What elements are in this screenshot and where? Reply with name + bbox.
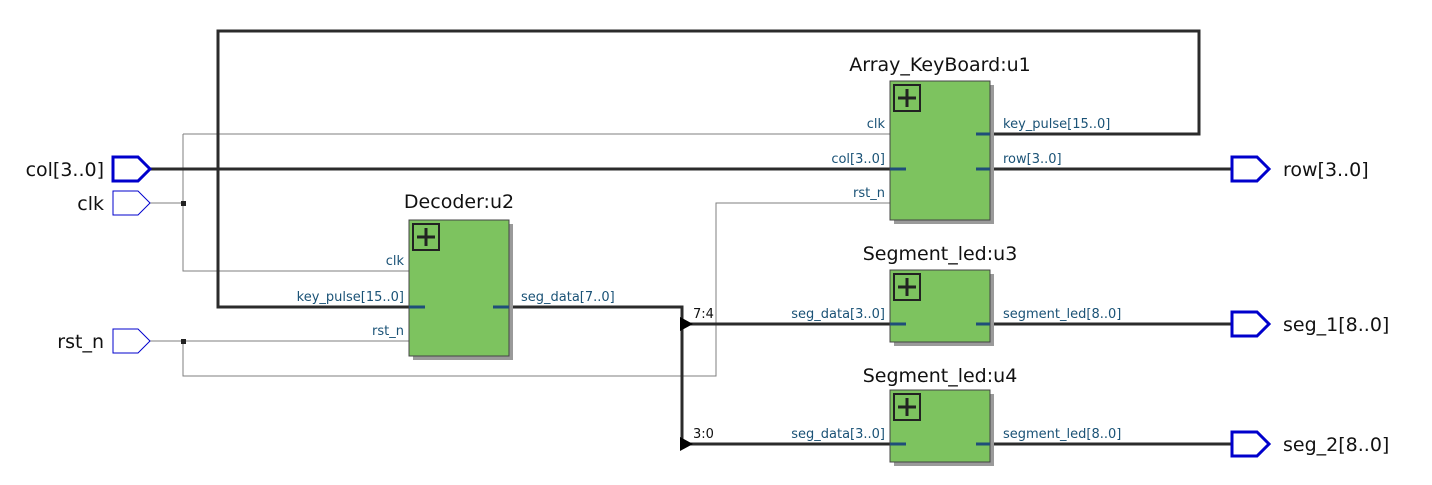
- pin-label-row: row[3..0]: [1003, 152, 1062, 167]
- input-port-label: clk: [77, 193, 104, 215]
- wire-rst-to-keyboard: [182, 202, 906, 377]
- input-port-label: rst_n: [57, 331, 104, 353]
- output-port-label: row[3..0]: [1283, 159, 1369, 181]
- input-port-arrow-icon: [111, 155, 153, 183]
- output-port-label: seg_2[8..0]: [1283, 434, 1389, 456]
- pin-label-rst-n: rst_n: [853, 186, 885, 201]
- signal-wires: [150, 133, 906, 377]
- bus-seg-data: [493, 305, 684, 444]
- input-port-label: col[3..0]: [26, 159, 104, 181]
- output-port-label: seg_1[8..0]: [1283, 314, 1389, 336]
- expand-icon[interactable]: [893, 393, 921, 421]
- block-segment-led-u4[interactable]: Segment_led:u4 seg_data[3..0] segment_le…: [791, 365, 1121, 466]
- junction-dot-clk: [181, 201, 186, 206]
- pin-label-segment-led: segment_led[8..0]: [1003, 307, 1121, 322]
- input-port-arrow-icon: [112, 328, 151, 354]
- pin-label-clk: clk: [867, 117, 886, 132]
- pin-label-segment-led: segment_led[8..0]: [1003, 427, 1121, 442]
- junction-dot-rst: [181, 339, 186, 344]
- output-port-row[interactable]: row[3..0]: [1230, 155, 1369, 183]
- bus-key-pulse-loop: [216, 29, 1201, 309]
- input-port-arrow-icon: [112, 190, 151, 216]
- output-port-arrow-icon: [1230, 310, 1272, 338]
- expand-icon[interactable]: [412, 223, 440, 251]
- wire-clk-to-decoder: [182, 134, 425, 272]
- output-port-arrow-icon: [1230, 430, 1272, 458]
- pin-label-seg-data: seg_data[3..0]: [791, 427, 885, 442]
- pin-label-seg-data: seg_data[3..0]: [791, 307, 885, 322]
- block-title: Segment_led:u4: [863, 365, 1018, 387]
- pin-label-clk: clk: [386, 254, 405, 269]
- bus-wires: [150, 29, 1232, 446]
- pin-label-key-pulse: key_pulse[15..0]: [297, 290, 404, 305]
- pin-label-col: col[3..0]: [831, 152, 885, 167]
- pin-label-seg-data: seg_data[7..0]: [521, 290, 615, 305]
- block-title: Decoder:u2: [404, 191, 514, 213]
- bus-split-arrow-upper: [680, 317, 693, 331]
- input-port-col[interactable]: col[3..0]: [26, 155, 153, 183]
- output-port-arrow-icon: [1230, 155, 1272, 183]
- block-segment-led-u3[interactable]: Segment_led:u3 seg_data[3..0] segment_le…: [791, 243, 1121, 346]
- pin-label-rst-n: rst_n: [372, 324, 404, 339]
- input-port-rst-n[interactable]: rst_n: [57, 328, 151, 354]
- bus-slice-upper: 7:4: [693, 307, 714, 322]
- bus-split-arrow-lower: [680, 437, 693, 451]
- block-title: Array_KeyBoard:u1: [849, 54, 1031, 76]
- bus-slice-lower: 3:0: [693, 427, 714, 442]
- expand-icon[interactable]: [893, 273, 921, 301]
- expand-icon[interactable]: [893, 84, 921, 112]
- input-port-clk[interactable]: clk: [77, 190, 151, 216]
- output-port-seg-2[interactable]: seg_2[8..0]: [1230, 430, 1389, 458]
- block-title: Segment_led:u3: [863, 243, 1018, 265]
- block-decoder[interactable]: Decoder:u2 clk key_pulse[15..0] rst_n se…: [297, 191, 615, 360]
- block-array-keyboard[interactable]: Array_KeyBoard:u1 clk col[3..0] rst_n ke…: [831, 54, 1110, 224]
- pin-label-key-pulse: key_pulse[15..0]: [1003, 117, 1110, 132]
- output-port-seg-1[interactable]: seg_1[8..0]: [1230, 310, 1389, 338]
